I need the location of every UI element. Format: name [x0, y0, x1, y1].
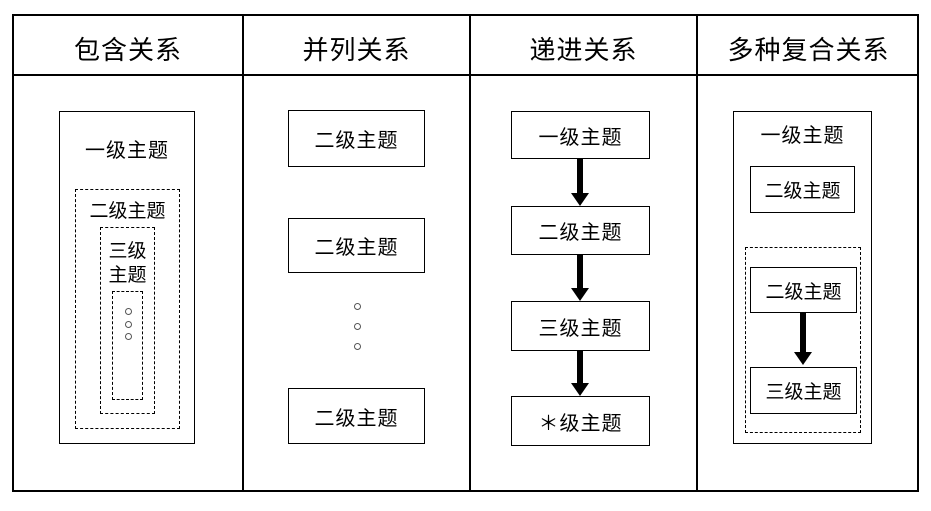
containment-level1-label: 一级主题	[85, 140, 169, 162]
progressive-box-1: 一级主题	[511, 111, 650, 159]
composite-nested-box-1: 二级主题	[750, 267, 857, 313]
containment-level2-box	[75, 189, 180, 429]
composite-nested-box-2: 三级主题	[750, 367, 857, 414]
table-outer-border	[12, 14, 919, 492]
parallel-ellipsis-dot-1	[354, 303, 361, 310]
containment-ellipsis-dot-2	[125, 321, 132, 328]
containment-level3-label-line1: 三级	[108, 241, 147, 262]
parallel-box-2: 二级主题	[288, 218, 425, 273]
containment-deeper-levels-box	[112, 291, 143, 400]
containment-ellipsis-dot-1	[125, 308, 132, 315]
containment-ellipsis-dot-3	[125, 333, 132, 340]
composite-nested-group-box	[745, 247, 861, 433]
parallel-ellipsis-dot-2	[354, 323, 361, 330]
containment-level1-box	[59, 111, 195, 444]
progressive-arrow-3	[571, 351, 589, 396]
containment-level3-label-line2: 主题	[108, 265, 147, 286]
parallel-box-1: 二级主题	[288, 110, 425, 167]
containment-level3-box	[100, 227, 155, 414]
composite-arrow	[794, 313, 812, 365]
header-divider-line	[12, 74, 919, 76]
containment-level2-label: 二级主题	[89, 201, 166, 222]
column-header-progressive: 递进关系	[529, 36, 638, 65]
progressive-arrow-2	[571, 255, 589, 301]
column-header-composite: 多种复合关系	[727, 36, 890, 65]
progressive-box-4: ＊级主题	[511, 396, 650, 446]
progressive-arrow-1	[571, 159, 589, 206]
column-divider-2	[469, 14, 471, 492]
column-divider-1	[242, 14, 244, 492]
composite-level1-label: 一级主题	[760, 125, 845, 147]
composite-level2-box: 二级主题	[750, 166, 855, 213]
column-header-containment: 包含关系	[73, 36, 182, 65]
progressive-box-2: 二级主题	[511, 206, 650, 255]
column-header-parallel: 并列关系	[302, 36, 411, 65]
parallel-box-3: 二级主题	[288, 388, 425, 444]
parallel-ellipsis-dot-3	[354, 343, 361, 350]
progressive-box-3: 三级主题	[511, 301, 650, 351]
column-divider-3	[696, 14, 698, 492]
